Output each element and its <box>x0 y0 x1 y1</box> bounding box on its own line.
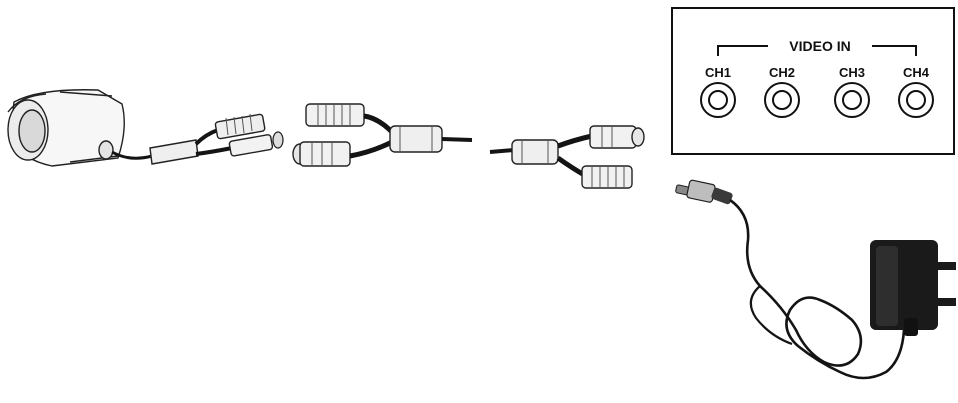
dc-barrel-plug-icon <box>675 179 733 205</box>
dvr-end-split-cable <box>489 125 645 189</box>
splitter-block <box>149 139 199 165</box>
bnc-port-ch4[interactable] <box>898 82 934 118</box>
channel-label-ch3: CH3 <box>839 65 865 80</box>
channel-label-ch1: CH1 <box>705 65 731 80</box>
power-adapter-icon <box>675 179 956 380</box>
bnc-port-ch1[interactable] <box>700 82 736 118</box>
adapter-prong-top <box>938 262 956 270</box>
channel-label-ch4: CH4 <box>903 65 930 80</box>
channel-label-ch2: CH2 <box>769 65 795 80</box>
dc-power-plug-icon <box>228 131 284 157</box>
adapter-prong-bottom <box>938 298 956 306</box>
video-in-label: VIDEO IN <box>789 38 850 54</box>
bnc-power-extension-cable <box>292 103 473 167</box>
bnc-male-connector-icon <box>305 103 365 127</box>
video-in-panel: VIDEO IN CH1 CH2 CH3 CH4 <box>671 7 955 155</box>
bnc-port-ch2[interactable] <box>764 82 800 118</box>
bnc-male-connector-icon <box>214 113 266 140</box>
bullet-camera-icon <box>7 89 125 167</box>
splitter-block <box>389 125 443 153</box>
camera-split-cable <box>111 113 284 165</box>
bnc-port-ch3[interactable] <box>834 82 870 118</box>
dc-power-socket-icon <box>589 125 645 149</box>
splitter-block <box>511 139 559 165</box>
bnc-female-connector-icon <box>581 165 633 189</box>
dc-power-socket-icon <box>292 141 351 167</box>
